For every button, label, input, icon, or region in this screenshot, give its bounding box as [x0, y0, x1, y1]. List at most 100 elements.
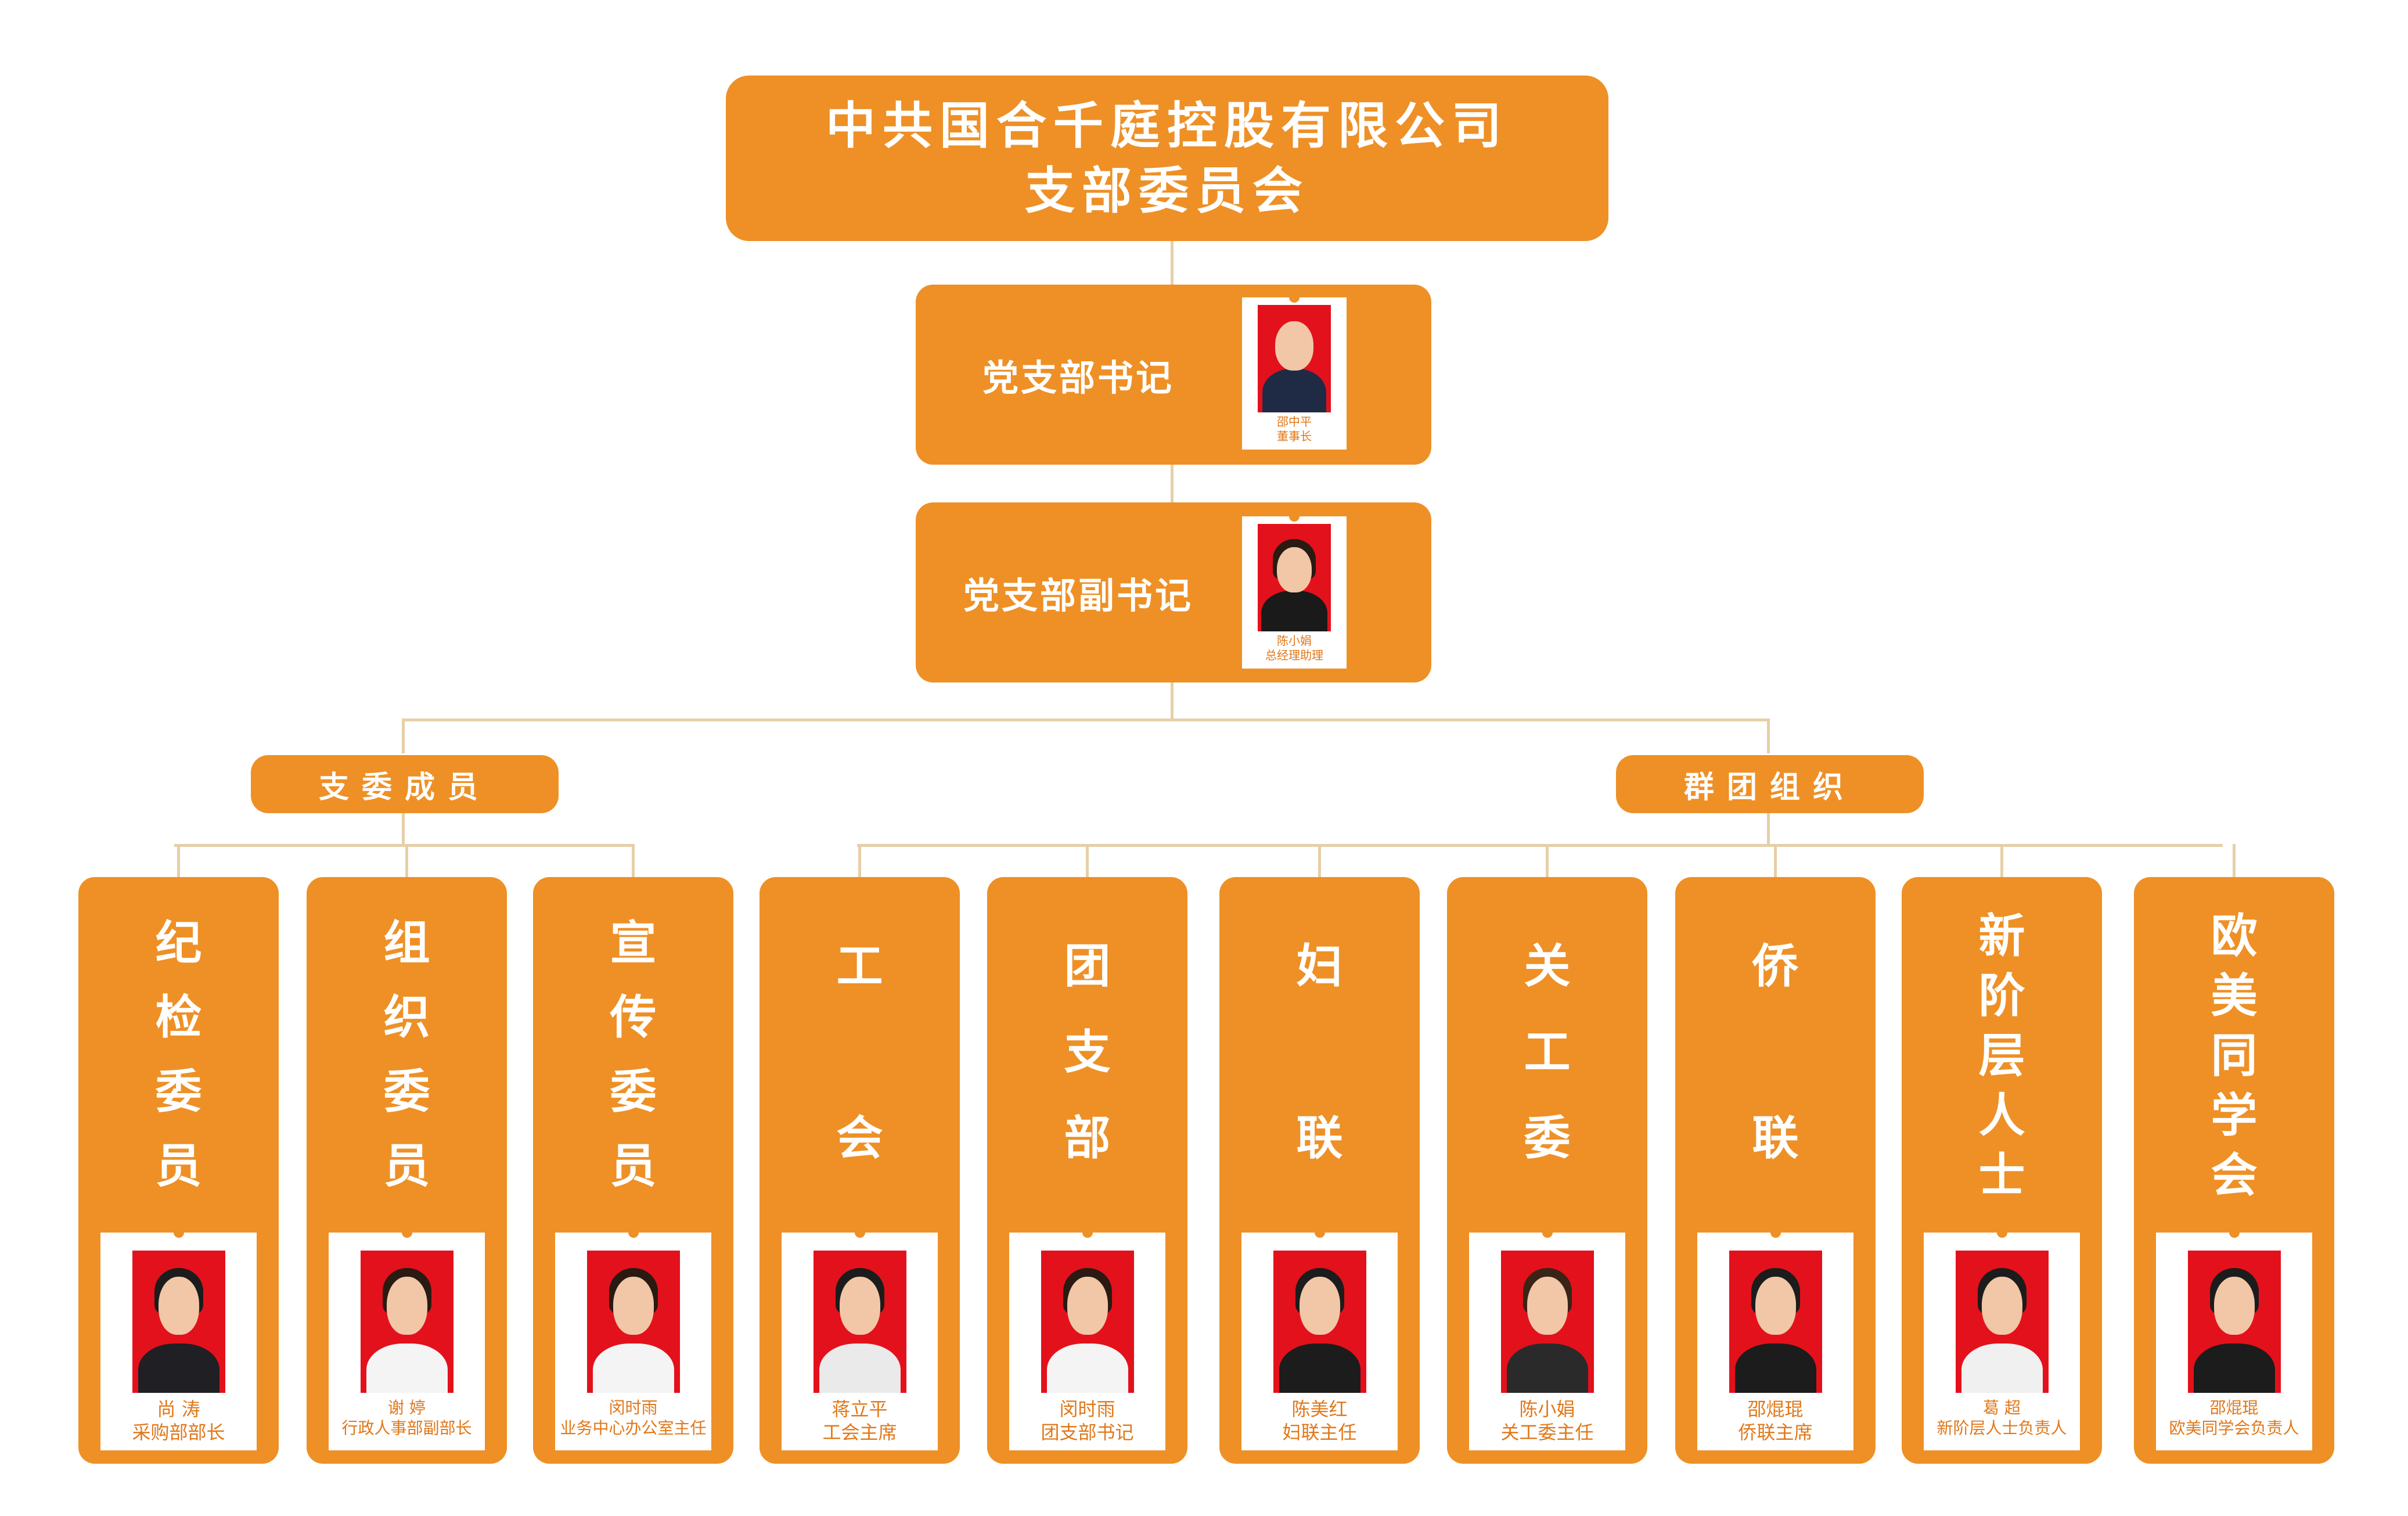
member-role: 侨联主席 — [1738, 1421, 1813, 1443]
column-title-char: 组 — [383, 916, 430, 970]
pin-icon — [854, 1227, 865, 1238]
column-title-char: 美 — [2211, 969, 2258, 1023]
member-role: 新阶层人士负责人 — [1937, 1418, 2067, 1438]
column-title: 新阶层人士 — [1902, 906, 2102, 1499]
deputy-name: 陈小娟 — [1277, 634, 1312, 648]
column-title: 工会 — [760, 906, 960, 1516]
connector-group-h — [402, 719, 1770, 721]
connector-col-drop — [2233, 844, 2236, 879]
member-portrait — [2187, 1251, 2281, 1393]
org-title-line2: 支部委员会 — [1025, 161, 1309, 220]
column-title-char: 委 — [610, 1065, 657, 1119]
member-photo-card: 陈美红妇联主任 — [1241, 1227, 1398, 1450]
member-portrait — [1500, 1251, 1594, 1393]
pin-icon — [1542, 1227, 1553, 1238]
column-title-char: 会 — [2211, 1148, 2258, 1202]
member-portrait — [1729, 1251, 1822, 1393]
column-title-char: 欧 — [2211, 909, 2258, 963]
member-name: 葛 超 — [1983, 1398, 2021, 1417]
member-name: 闵时雨 — [1059, 1398, 1115, 1420]
column-title-char: 同 — [2211, 1029, 2258, 1083]
column-title: 侨联 — [1675, 906, 1876, 1516]
member-role: 工会主席 — [822, 1421, 897, 1443]
secretary-name: 邵中平 — [1277, 415, 1312, 429]
deputy-portrait — [1258, 524, 1331, 631]
column-title-char: 人 — [1978, 1088, 2025, 1143]
member-role: 团支部书记 — [1041, 1421, 1134, 1443]
secretary-photo-card: 邵中平 董事长 — [1242, 292, 1347, 450]
column-title: 欧美同学会 — [2134, 906, 2334, 1499]
column-title-char: 支 — [1064, 1025, 1111, 1079]
member-photo-card: 葛 超新阶层人士负责人 — [1924, 1227, 2080, 1450]
org-title-line1: 中共国合千庭控股有限公司 — [826, 96, 1509, 155]
column-overseas: 侨联邵焜琨侨联主席 — [1675, 877, 1876, 1464]
connector-left-h — [174, 844, 633, 847]
column-title: 团支部 — [987, 906, 1187, 1516]
secretary-role: 董事长 — [1277, 429, 1312, 443]
column-title-char: 侨 — [1752, 939, 1799, 993]
pin-icon — [1082, 1227, 1093, 1238]
column-title-char: 团 — [1064, 939, 1111, 993]
member-portrait — [1041, 1251, 1134, 1393]
column-title-char: 检 — [155, 990, 202, 1044]
member-photo-card: 谢 婷行政人事部副部长 — [329, 1227, 485, 1450]
member-role: 欧美同学会负责人 — [2169, 1418, 2299, 1438]
deputy-title: 党支部副书记 — [963, 574, 1193, 617]
member-photo-card: 尚 涛采购部部长 — [100, 1227, 257, 1450]
column-discipline: 纪检委员尚 涛采购部部长 — [78, 877, 279, 1464]
column-title: 组织委员 — [307, 906, 507, 1499]
connector-col-drop — [2000, 844, 2003, 879]
column-union: 工会蒋立平工会主席 — [760, 877, 960, 1464]
pin-icon — [628, 1227, 639, 1238]
connector-right-h — [857, 844, 2223, 847]
member-name: 邵焜琨 — [2209, 1398, 2259, 1417]
member-photo-card: 邵焜琨侨联主席 — [1697, 1227, 1853, 1450]
connector-col-drop — [1086, 844, 1089, 879]
column-title-char: 士 — [1978, 1148, 2025, 1202]
column-title: 妇联 — [1219, 906, 1420, 1516]
column-organization: 组织委员谢 婷行政人事部副部长 — [307, 877, 507, 1464]
column-title-char: 会 — [836, 1111, 883, 1165]
connector-sec-dep — [1171, 465, 1174, 502]
connector-col-drop — [1774, 844, 1777, 879]
member-name: 谢 婷 — [388, 1398, 426, 1417]
column-title-char: 学 — [2211, 1088, 2258, 1143]
connector-right-down — [1767, 813, 1770, 845]
column-title-char: 层 — [1978, 1029, 2025, 1083]
member-role: 关工委主任 — [1500, 1421, 1594, 1443]
column-title: 纪检委员 — [78, 906, 279, 1499]
column-title-char: 员 — [383, 1139, 430, 1193]
group-label-committee: 支委成员 — [251, 755, 559, 813]
secretary-title: 党支部书记 — [982, 357, 1174, 399]
column-title-char: 工 — [836, 939, 883, 993]
column-title-char: 阶 — [1978, 969, 2025, 1023]
column-new-class: 新阶层人士葛 超新阶层人士负责人 — [1902, 877, 2102, 1464]
secretary-portrait — [1258, 305, 1331, 412]
pin-icon — [401, 1227, 412, 1238]
column-title-char: 委 — [1524, 1111, 1571, 1165]
column-title-char: 宣 — [610, 916, 657, 970]
column-title-char: 织 — [383, 990, 430, 1044]
connector-top — [1171, 241, 1174, 285]
column-title-char: 新 — [1978, 909, 2025, 963]
member-name: 邵焜琨 — [1747, 1398, 1804, 1420]
column-youth-league: 团支部闵时雨团支部书记 — [987, 877, 1187, 1464]
pin-icon — [1289, 292, 1300, 303]
member-portrait — [1955, 1251, 2049, 1393]
connector-group-left — [402, 719, 405, 753]
member-name: 闵时雨 — [609, 1398, 658, 1417]
connector-dep-down — [1171, 682, 1174, 720]
column-women: 妇联陈美红妇联主任 — [1219, 877, 1420, 1464]
connector-col-drop — [1318, 844, 1321, 879]
column-title-char: 部 — [1064, 1111, 1111, 1165]
member-portrait — [1273, 1251, 1366, 1393]
group-label-mass-orgs: 群团组织 — [1616, 755, 1924, 813]
column-title-char: 联 — [1296, 1111, 1343, 1165]
connector-col-drop — [405, 844, 408, 879]
connector-group-right — [1767, 719, 1770, 753]
pin-icon — [2229, 1227, 2240, 1238]
column-title-char: 妇 — [1296, 939, 1343, 993]
member-role: 行政人事部副部长 — [341, 1418, 472, 1438]
column-title-char: 员 — [610, 1139, 657, 1193]
member-portrait — [360, 1251, 453, 1393]
